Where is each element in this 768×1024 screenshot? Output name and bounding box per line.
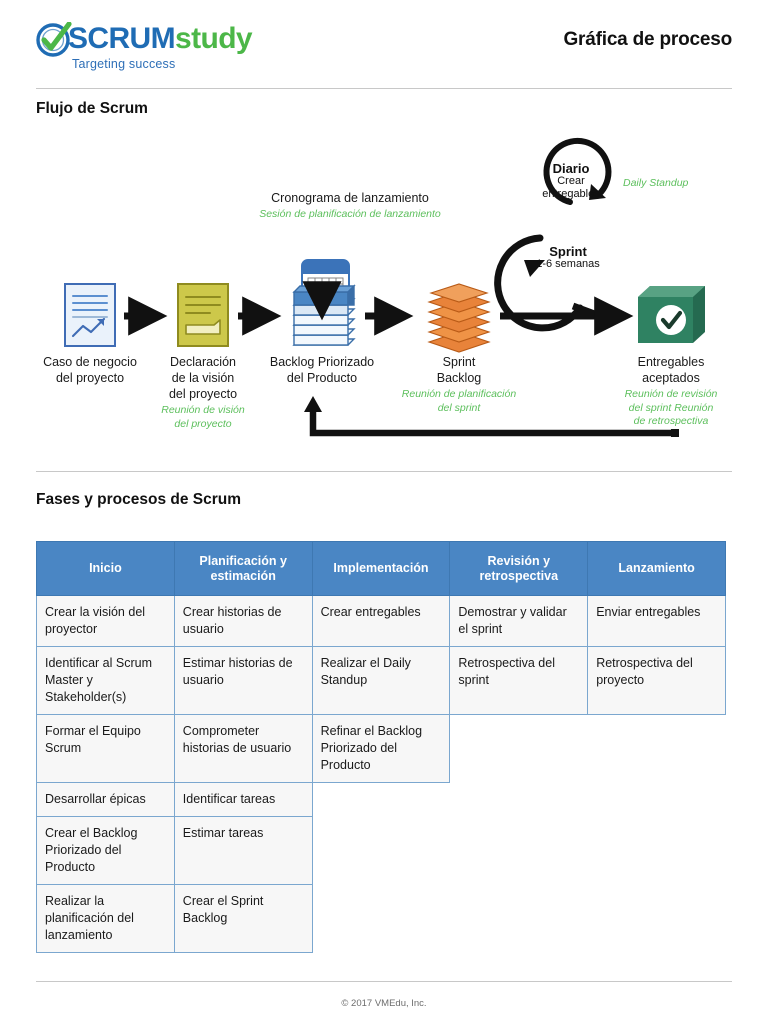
table-cell-empty	[588, 817, 726, 885]
table-cell-empty	[588, 715, 726, 783]
business-case-document-icon	[64, 283, 116, 347]
table-row: Formar el Equipo Scrum Comprometer histo…	[36, 714, 726, 783]
node-label-prioritized-product-backlog: Backlog Priorizado del Producto	[269, 355, 375, 385]
green-box-check-icon	[638, 286, 705, 343]
node-sub-vision-statement-2: del proyecto	[174, 417, 232, 430]
footer-copyright: © 2017 VMEdu, Inc.	[341, 998, 427, 1009]
node-label-vision-statement: Declaración de la visión del proyecto Re…	[148, 354, 258, 431]
table-cell: Desarrollar épicas	[36, 782, 175, 817]
column-header-planificacion: Planificación y estimación	[173, 541, 313, 596]
table-cell: Realizar el Daily Standup	[311, 646, 451, 715]
cycle-sub-daily-2: entregables	[542, 188, 600, 200]
brand-logo[interactable]: SCRUMstudy Targeting success	[36, 20, 296, 76]
table-cell: Realizar la planificación del lanzamient…	[36, 884, 175, 953]
node-sub-release-schedule: Sesión de planificación de lanzamiento	[259, 208, 441, 220]
logo-wordmark: SCRUMstudy	[68, 20, 253, 58]
table-cell: Estimar historias de usuario	[173, 646, 313, 715]
cycle-title-sprint: Sprint	[549, 244, 587, 259]
table-cell: Demostrar y validar el sprint	[449, 595, 589, 647]
table-row: Realizar la planificación del lanzamient…	[36, 884, 726, 953]
table-cell: Identificar al Scrum Master y Stakeholde…	[36, 646, 175, 715]
page-title: Gráfica de proceso	[563, 29, 732, 50]
table-cell-empty	[450, 817, 588, 885]
node-sub-sprint-backlog-1: Reunión de planificación	[401, 388, 517, 400]
node-sub-accepted-deliverables-1: Reunión de revisión	[624, 388, 718, 400]
node-label-business-case: Caso de negocio del proyecto	[43, 355, 137, 385]
table-cell-empty	[588, 783, 726, 817]
column-header-revision: Revisión y retrospectiva	[449, 541, 589, 596]
logo-word-secondary: study	[175, 22, 253, 55]
cycle-sub-daily-1: Crear	[557, 175, 585, 187]
section-title-flow: Flujo de Scrum	[36, 100, 148, 117]
node-label-release-schedule: Cronograma de lanzamiento Sesión de plan…	[225, 190, 475, 222]
node-sub-sprint-backlog-2: del sprint	[437, 401, 481, 414]
table-cell: Retrospectiva del sprint	[449, 646, 589, 715]
table-cell-empty	[588, 885, 726, 953]
table-cell-empty	[450, 885, 588, 953]
table-row: Crear el Backlog Priorizado del Producto…	[36, 816, 726, 885]
vision-statement-document-icon	[177, 283, 229, 347]
cycle-sub-sprint: 1-6 semanas	[536, 258, 600, 270]
table-cell: Estimar tareas	[173, 816, 313, 885]
logo-tagline: Targeting success	[72, 57, 176, 71]
divider-bottom	[36, 981, 732, 982]
divider-middle	[36, 471, 732, 472]
phases-and-processes-table: Inicio Planificación y estimación Implem…	[36, 541, 726, 953]
table-cell-empty	[450, 783, 588, 817]
node-label-sprint-backlog: Sprint Backlog Reunión de planificación …	[390, 354, 528, 415]
check-circle-icon	[36, 22, 72, 57]
table-cell: Crear entregables	[311, 595, 451, 647]
table-cell: Retrospectiva del proyecto	[587, 646, 726, 715]
orange-stack-icon	[427, 283, 491, 353]
node-sub-vision-statement-1: Reunión de visión	[161, 404, 245, 416]
annotation-daily-standup: Daily Standup	[623, 177, 689, 189]
column-header-lanzamiento: Lanzamiento	[587, 541, 726, 596]
feedback-loop-arrow	[304, 396, 679, 437]
table-cell-empty	[312, 885, 450, 953]
column-header-implementacion: Implementación	[311, 541, 451, 596]
table-row: Crear la visión del proyector Crear hist…	[36, 595, 726, 647]
table-cell: Crear historias de usuario	[173, 595, 313, 647]
table-cell-empty	[312, 783, 450, 817]
column-header-inicio: Inicio	[36, 541, 175, 596]
table-cell: Crear la visión del proyector	[36, 595, 175, 647]
table-cell: Comprometer historias de usuario	[173, 714, 313, 783]
table-cell: Enviar entregables	[587, 595, 726, 647]
flow-graphics	[64, 137, 705, 437]
divider-top	[36, 88, 732, 89]
daily-cycle-arrow	[543, 137, 612, 205]
cycle-title-daily: Diario	[552, 161, 590, 176]
table-cell: Crear el Backlog Priorizado del Producto	[36, 816, 175, 885]
scrum-flow-diagram: Cronograma de lanzamiento Sesión de plan…	[0, 120, 768, 465]
table-row: Identificar al Scrum Master y Stakeholde…	[36, 646, 726, 715]
table-cell: Refinar el Backlog Priorizado del Produc…	[311, 714, 451, 783]
node-sub-accepted-deliverables-3: de retrospectiva	[633, 415, 709, 427]
section-title-phases: Fases y procesos de Scrum	[36, 491, 242, 508]
table-cell: Identificar tareas	[173, 782, 313, 817]
cycle-label-daily: Diario Crear entregables	[529, 162, 613, 201]
cycle-label-sprint: Sprint 1-6 semanas	[519, 245, 617, 271]
node-label-accepted-deliverables: Entregables aceptados Reunión de revisió…	[605, 354, 737, 429]
table-cell-empty	[312, 817, 450, 885]
table-header-row: Inicio Planificación y estimación Implem…	[36, 541, 726, 596]
node-sub-accepted-deliverables-2: del sprint Reunión	[628, 401, 714, 414]
table-row: Desarrollar épicas Identificar tareas	[36, 782, 726, 817]
table-cell: Formar el Equipo Scrum	[36, 714, 175, 783]
page-header: SCRUMstudy Targeting success Gráfica de …	[0, 0, 768, 88]
table-cell: Crear el Sprint Backlog	[173, 884, 313, 953]
logo-word-primary: SCRUM	[68, 22, 176, 55]
table-cell-empty	[450, 715, 588, 783]
